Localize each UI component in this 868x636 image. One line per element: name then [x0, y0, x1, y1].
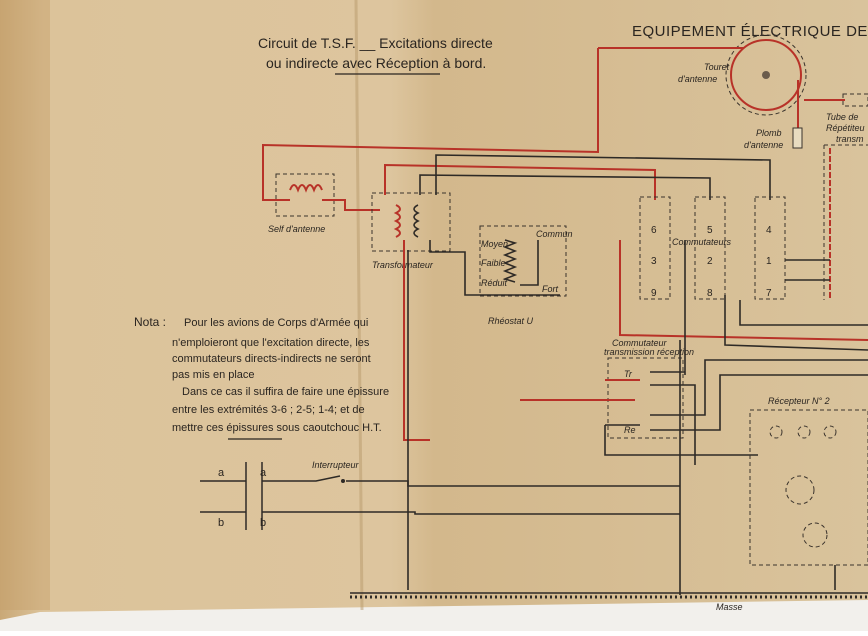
nota-label: Nota : — [134, 315, 166, 329]
terminal-6: 6 — [651, 225, 657, 236]
tap-reduit: Réduit — [481, 278, 508, 288]
title-line-2: ou indirecte avec Réception à bord. — [266, 55, 486, 71]
terminal-9: 9 — [651, 288, 657, 299]
commutator-group: 6 3 9 5 2 8 4 1 7 Commutateurs — [639, 196, 786, 300]
antenna-coil-icon — [289, 184, 323, 193]
touret-label: Touret — [704, 62, 730, 72]
rheostat-resistor-icon — [502, 239, 518, 283]
antenna-reel — [730, 39, 802, 111]
svg-text:mettre ces épissures sous caou: mettre ces épissures sous caoutchouc H.T… — [172, 422, 382, 434]
terminal-5: 5 — [707, 225, 713, 236]
tr-label: Tr — [624, 369, 633, 379]
terminal-8: 8 — [707, 288, 713, 299]
self-label: Self d'antenne — [268, 224, 325, 234]
transformer-label: Transformateur — [372, 260, 434, 270]
nota-text: Pour les avions de Corps d'Armée qui n'e… — [172, 317, 389, 434]
touret-label-2: d'antenne — [678, 74, 717, 84]
antenna-coil-box — [275, 173, 335, 217]
tap-moyen: Moyen — [481, 239, 508, 249]
tube-label-2: Répétiteu — [826, 123, 865, 133]
commutateurs-label: Commutateurs — [672, 237, 732, 247]
svg-text:Pour les avions de Corps d'Arm: Pour les avions de Corps d'Armée qui — [184, 317, 368, 329]
terminal-7: 7 — [766, 288, 772, 299]
tap-fort: Fort — [542, 284, 559, 294]
masse-label: Masse — [716, 602, 743, 612]
tube-label: Tube de — [826, 112, 858, 122]
switch-icon — [341, 479, 345, 483]
svg-text:entre les extrémités 3-6 ; 2-: entre les extrémités 3-6 ; 2-5; 1-4; et … — [172, 404, 365, 416]
tap-faible: Faible — [481, 258, 506, 268]
terminal-b-right: b — [260, 517, 266, 529]
re-label: Re — [624, 425, 636, 435]
svg-text:commutateurs directs-indirects: commutateurs directs-indirects ne seront — [172, 353, 371, 365]
terminal-2: 2 — [707, 256, 713, 267]
reel-hub-icon — [762, 71, 770, 79]
title-line-1: Circuit de T.S.F. __ Excitations directe — [258, 35, 493, 51]
transformer-box — [371, 192, 451, 252]
terminal-4: 4 — [766, 225, 772, 236]
tx-rx-switch-box — [607, 357, 684, 439]
receiver-dial-icon — [802, 522, 828, 548]
antenna-weight — [792, 127, 803, 149]
fold-line — [354, 0, 364, 611]
rheostat-label: Rhéostat U — [488, 316, 534, 326]
svg-text:Dans ce cas il suffira de fair: Dans ce cas il suffira de faire une épis… — [182, 386, 389, 398]
receiver-knob-icon — [769, 425, 783, 439]
receiver-no2 — [749, 409, 868, 566]
plomb-label: Plomb — [756, 128, 782, 138]
tx-rx-label-2: transmission réception — [604, 347, 694, 357]
plomb-label-2: d'antenne — [744, 140, 783, 150]
switch-label: Interrupteur — [312, 460, 360, 470]
svg-text:n'emploieront que l'excitation: n'emploieront que l'excitation directe, … — [172, 337, 370, 349]
header-title: EQUIPEMENT ÉLECTRIQUE DES — [632, 23, 868, 40]
paper — [0, 0, 868, 620]
receiver-knob-icon — [823, 425, 837, 439]
receiver-label: Récepteur N° 2 — [768, 396, 830, 406]
tx-rx-label: Commutateur — [612, 338, 668, 348]
tap-commun: Commun — [536, 229, 573, 239]
tube-label-3: transm — [836, 134, 864, 144]
rheostat-box — [479, 225, 567, 297]
receiver-dial-icon — [785, 475, 815, 505]
terminal-b-left: b — [218, 517, 224, 529]
terminal-a-left: a — [218, 467, 225, 479]
terminal-1: 1 — [766, 256, 772, 267]
receiver-knob-icon — [797, 425, 811, 439]
svg-text:pas mis en place: pas mis en place — [172, 369, 255, 381]
terminal-3: 3 — [651, 256, 657, 267]
terminal-a-right: a — [260, 467, 267, 479]
